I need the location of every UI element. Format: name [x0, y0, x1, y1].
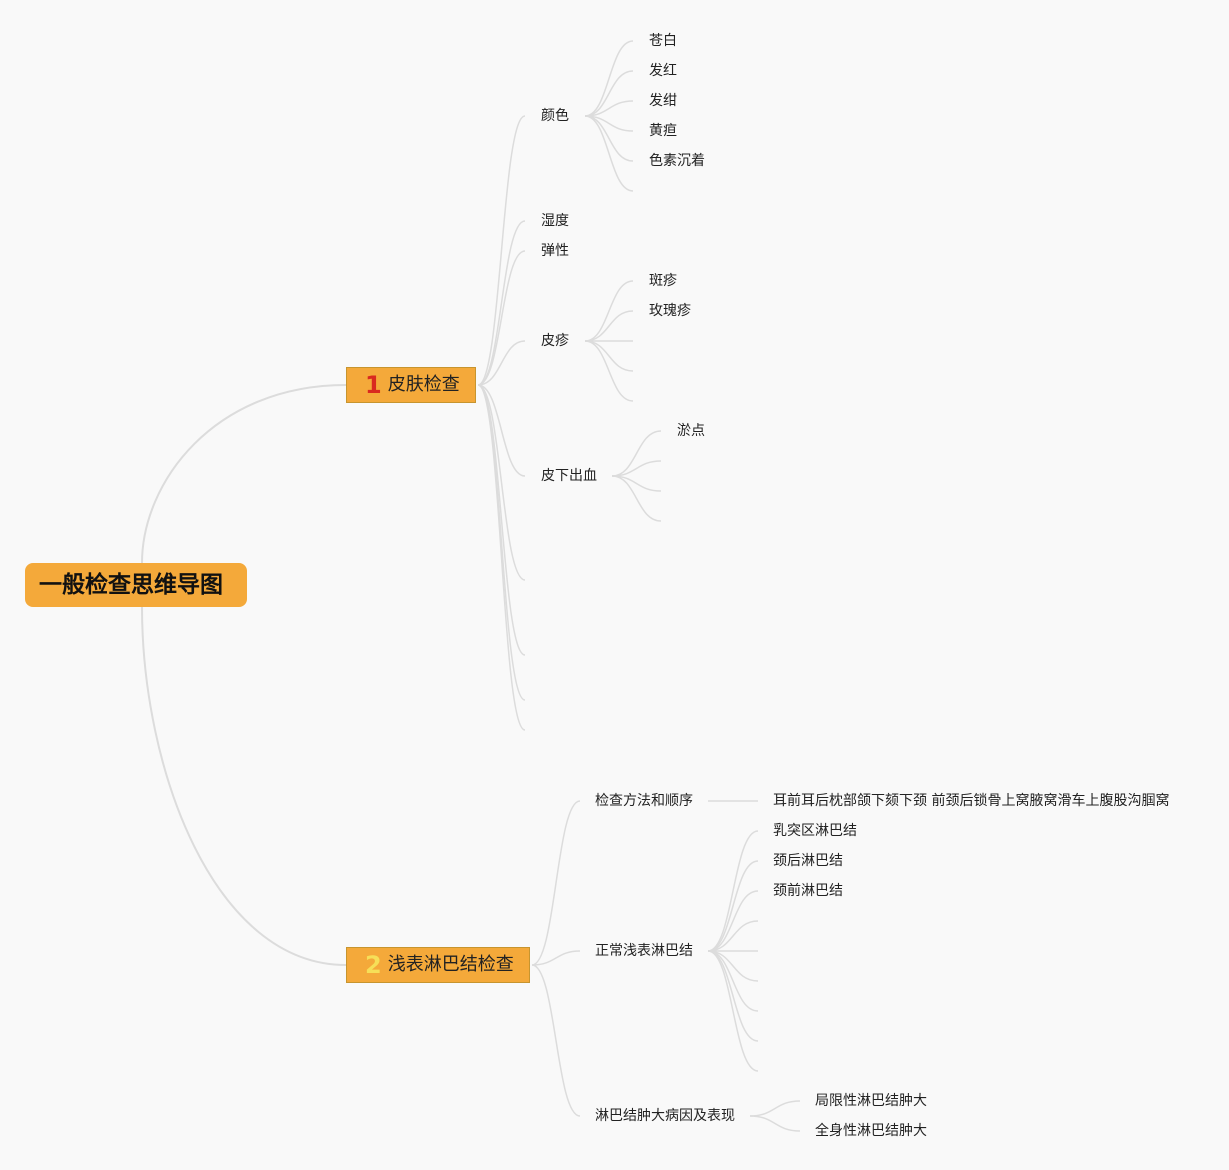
- connector: [531, 800, 581, 966]
- topic-posterior-cervical-nodes[interactable]: 颈后淋巴结: [773, 853, 843, 869]
- connector: [707, 950, 759, 1042]
- topic-red[interactable]: 发红: [649, 63, 677, 79]
- connector: [477, 384, 526, 581]
- topic-generalized-lymphadenopathy[interactable]: 全身性淋巴结肿大: [815, 1123, 927, 1139]
- topic-normal-superficial-nodes[interactable]: 正常浅表淋巴结: [595, 943, 693, 959]
- connector: [531, 964, 581, 1117]
- root-connector: [141, 606, 347, 966]
- branch-number-1: 1: [365, 371, 382, 399]
- root-connector: [141, 384, 347, 564]
- connector: [584, 340, 634, 372]
- root-topic[interactable]: 一般检查思维导图: [25, 563, 247, 607]
- connector: [707, 830, 759, 952]
- connector: [477, 115, 526, 386]
- connector: [707, 920, 759, 952]
- topic-humidity[interactable]: 湿度: [541, 213, 569, 229]
- topic-jaundice[interactable]: 黄疸: [649, 123, 677, 139]
- connector: [531, 950, 581, 966]
- connector: [707, 950, 759, 1012]
- branch-number-2: 2: [365, 951, 382, 979]
- connector: [584, 340, 634, 402]
- connector: [584, 280, 634, 342]
- topic-mastoid-nodes[interactable]: 乳突区淋巴结: [773, 823, 857, 839]
- connector: [477, 384, 526, 477]
- branch-label: 浅表淋巴结检查: [387, 954, 514, 975]
- topic-roseola[interactable]: 玫瑰疹: [649, 303, 691, 319]
- connector: [477, 250, 526, 386]
- topic-pigmentation[interactable]: 色素沉着: [649, 153, 705, 169]
- topic-anterior-cervical-nodes[interactable]: 颈前淋巴结: [773, 883, 843, 899]
- branch-label: 皮肤检查: [387, 374, 460, 395]
- connector: [477, 340, 526, 386]
- connector: [707, 950, 759, 1072]
- connector: [477, 220, 526, 386]
- connector: [584, 40, 634, 117]
- topic-macule[interactable]: 斑疹: [649, 273, 677, 289]
- topic-localized-lymphadenopathy[interactable]: 局限性淋巴结肿大: [815, 1093, 927, 1109]
- connector: [584, 70, 634, 117]
- connector: [749, 1100, 801, 1117]
- topic-exam-method-order[interactable]: 检查方法和顺序: [595, 793, 693, 809]
- connector: [477, 384, 526, 656]
- connector: [584, 310, 634, 342]
- topic-cyanosis[interactable]: 发绀: [649, 93, 677, 109]
- connector: [477, 384, 526, 731]
- connector: [707, 860, 759, 952]
- topic-exam-order-list[interactable]: 耳前耳后枕部颌下颏下颈 前颈后锁骨上窝腋窝滑车上腹股沟腘窝: [773, 793, 1170, 809]
- topic-subcutaneous-bleeding[interactable]: 皮下出血: [541, 468, 597, 484]
- connector: [611, 430, 662, 477]
- topic-petechiae[interactable]: 淤点: [677, 423, 705, 439]
- connector: [707, 890, 759, 952]
- topic-elasticity[interactable]: 弹性: [541, 243, 569, 259]
- topic-pale[interactable]: 苍白: [649, 33, 677, 49]
- topic-rash[interactable]: 皮疹: [541, 333, 569, 349]
- topic-lymphadenopathy-causes[interactable]: 淋巴结肿大病因及表现: [595, 1108, 735, 1124]
- connector: [749, 1115, 801, 1132]
- connector: [611, 475, 662, 522]
- connector: [584, 115, 634, 192]
- topic-color[interactable]: 颜色: [541, 108, 569, 124]
